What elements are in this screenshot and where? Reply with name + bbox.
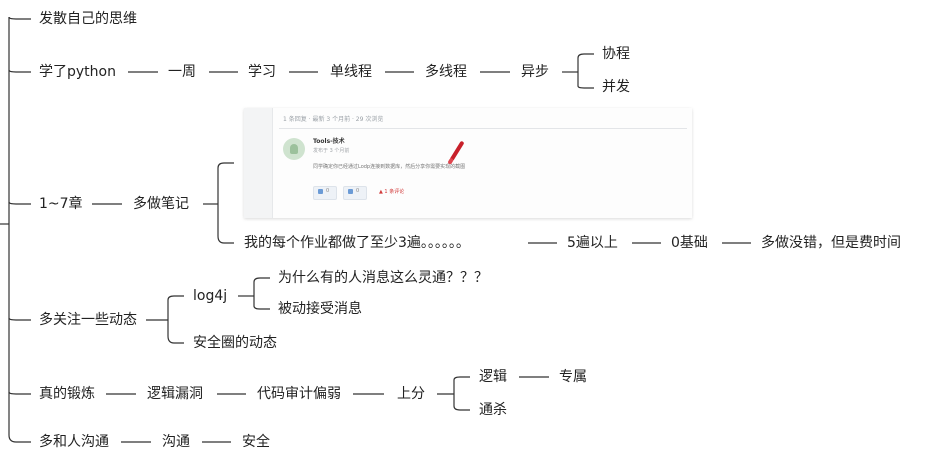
thumb-icon: [318, 189, 323, 194]
like-count: 0: [326, 188, 330, 194]
node-talk-more[interactable]: 多和人沟通: [39, 434, 109, 450]
node-real-practice[interactable]: 真的锻炼: [39, 386, 95, 402]
node-logic[interactable]: 逻辑: [479, 369, 507, 385]
node-multi-thread[interactable]: 多线程: [425, 64, 467, 80]
node-security-news[interactable]: 安全圈的动态: [193, 335, 277, 351]
comment-button: 0: [343, 186, 367, 200]
node-chapters-1-7[interactable]: 1~7章: [39, 196, 83, 212]
like-button: 0: [313, 186, 337, 200]
node-follow-news[interactable]: 多关注一些动态: [39, 312, 137, 328]
node-score-up[interactable]: 上分: [397, 386, 425, 402]
node-kill-all[interactable]: 通杀: [479, 402, 507, 418]
red-pen-mark: [449, 140, 465, 162]
node-security[interactable]: 安全: [242, 434, 270, 450]
comment-time: 发布于 3 个月前: [313, 148, 350, 154]
node-coroutine[interactable]: 协程: [602, 46, 630, 62]
node-one-week[interactable]: 一周: [168, 64, 196, 80]
node-diverge-thinking[interactable]: 发散自己的思维: [39, 11, 137, 27]
divider: [279, 128, 687, 129]
node-homework-3-times[interactable]: 我的每个作业都做了至少3遍。。。。。。: [244, 235, 470, 251]
node-async[interactable]: 异步: [521, 64, 549, 80]
comment-meta: 1 条回复 · 最新 3 个月前 · 29 次浏览: [283, 116, 384, 123]
node-learned-python[interactable]: 学了python: [39, 64, 116, 80]
node-log4j[interactable]: log4j: [193, 288, 228, 304]
node-take-notes[interactable]: 多做笔记: [133, 196, 189, 212]
comment-username: Tools-技术: [313, 138, 345, 145]
node-why-informed[interactable]: 为什么有的人消息这么灵通？？？: [278, 270, 488, 286]
node-concurrency[interactable]: 并发: [602, 79, 630, 95]
node-single-thread[interactable]: 单线程: [330, 64, 372, 80]
embedded-screenshot: 1 条回复 · 最新 3 个月前 · 29 次浏览 Tools-技术 发布于 3…: [244, 108, 692, 218]
node-study[interactable]: 学习: [248, 64, 276, 80]
node-zero-basis[interactable]: 0基础: [671, 235, 708, 251]
comment-body: 同学确定你已经通过Lodp连接到数据库，然后分享你需要实现的截图: [313, 164, 466, 170]
avatar: [283, 138, 305, 160]
node-5-times-plus[interactable]: 5遍以上: [567, 235, 618, 251]
comment-card: 1 条回复 · 最新 3 个月前 · 29 次浏览 Tools-技术 发布于 3…: [272, 108, 692, 218]
comment-icon: [348, 189, 353, 194]
comment-count: 0: [356, 188, 360, 194]
reply-link: ▲ 1 条评论: [379, 189, 405, 195]
node-logic-vuln[interactable]: 逻辑漏洞: [147, 386, 203, 402]
node-exclusive[interactable]: 专属: [559, 369, 587, 385]
node-time-consuming[interactable]: 多做没错，但是费时间: [761, 235, 901, 251]
node-communicate[interactable]: 沟通: [162, 434, 190, 450]
node-passive-receive[interactable]: 被动接受消息: [278, 301, 362, 317]
node-code-audit-weak[interactable]: 代码审计偏弱: [257, 386, 341, 402]
